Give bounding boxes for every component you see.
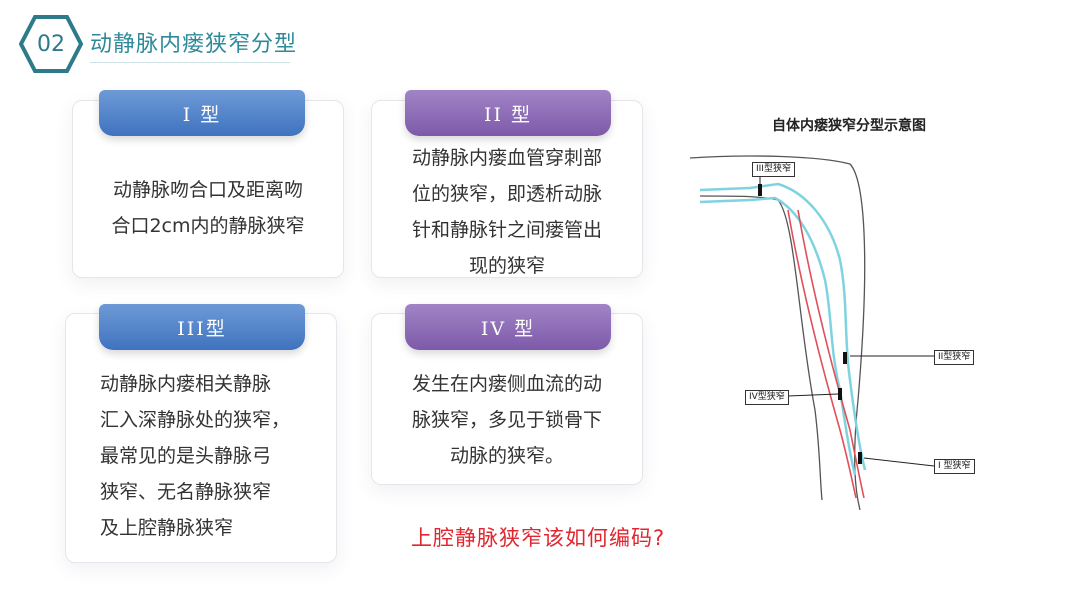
leader-type1: [863, 457, 935, 467]
card-type-3: [65, 313, 337, 563]
question-text: 上腔静脉狭窄该如何编码?: [411, 526, 666, 550]
card-line: 汇入深静脉处的狭窄，: [100, 409, 291, 431]
card-line: 位的狭窄，即透析动脉: [411, 183, 602, 205]
card-line: 动脉的狭窄。: [449, 445, 564, 467]
title-underline: [90, 62, 290, 63]
card-line: 合口2cm内的静脉狭窄: [111, 215, 305, 237]
tab-type-3: III型: [99, 304, 305, 350]
vein-lower: [699, 196, 857, 476]
tab-type-4: IV 型: [405, 304, 611, 350]
card-line: 最常见的是头静脉弓: [100, 445, 272, 467]
label-type1: I 型狭窄: [934, 459, 975, 474]
stenosis-marker-4: [838, 388, 842, 400]
card-line: 针和静脉针之间瘘管出: [411, 219, 602, 241]
arm-outline: [689, 155, 866, 510]
card-line: 发生在内瘘侧血流的动: [411, 373, 602, 395]
card-line: 及上腔静脉狭窄: [100, 517, 234, 539]
card-type-2-text: 动静脉内瘘血管穿刺部 位的狭窄，即透析动脉 针和静脉针之间瘘管出 现的狭窄: [371, 140, 643, 284]
stenosis-diagram: [689, 155, 935, 510]
diagram-title: 自体内瘘狭窄分型示意图: [772, 118, 926, 134]
card-type-1-text: 动静脉吻合口及距离吻 合口2cm内的静脉狭窄: [72, 172, 344, 244]
section-number: 02: [37, 31, 65, 57]
label-type3: III型狭窄: [752, 162, 795, 177]
card-line: 狭窄、无名静脉狭窄: [100, 481, 272, 503]
stenosis-marker-1: [858, 452, 862, 464]
card-line: 动静脉内瘘血管穿刺部: [411, 147, 602, 169]
card-type-3-text: 动静脉内瘘相关静脉 汇入深静脉处的狭窄， 最常见的是头静脉弓 狭窄、无名静脉狭窄…: [100, 366, 330, 546]
tab-type-2: II 型: [405, 90, 611, 136]
artery-2: [797, 209, 865, 499]
leader-type4: [787, 393, 839, 397]
artery-1: [787, 209, 857, 499]
vein-upper: [699, 182, 867, 471]
label-type2: II型狭窄: [934, 350, 975, 365]
stenosis-marker-2: [843, 352, 847, 364]
card-line: 动静脉内瘘相关静脉: [100, 373, 272, 395]
section-badge-hexagon: [19, 15, 83, 73]
card-line: 脉狭窄，多见于锁骨下: [411, 409, 602, 431]
page-title: 动静脉内瘘狭窄分型: [90, 32, 298, 57]
card-line: 动静脉吻合口及距离吻: [112, 179, 303, 201]
tab-type-1: I 型: [99, 90, 305, 136]
arm-outline-inner: [699, 195, 823, 501]
stenosis-marker-3: [758, 184, 762, 196]
card-line: 现的狭窄: [468, 255, 545, 277]
label-type4: IV型狭窄: [745, 390, 789, 405]
card-type-4-text: 发生在内瘘侧血流的动 脉狭窄，多见于锁骨下 动脉的狭窄。: [371, 366, 643, 474]
